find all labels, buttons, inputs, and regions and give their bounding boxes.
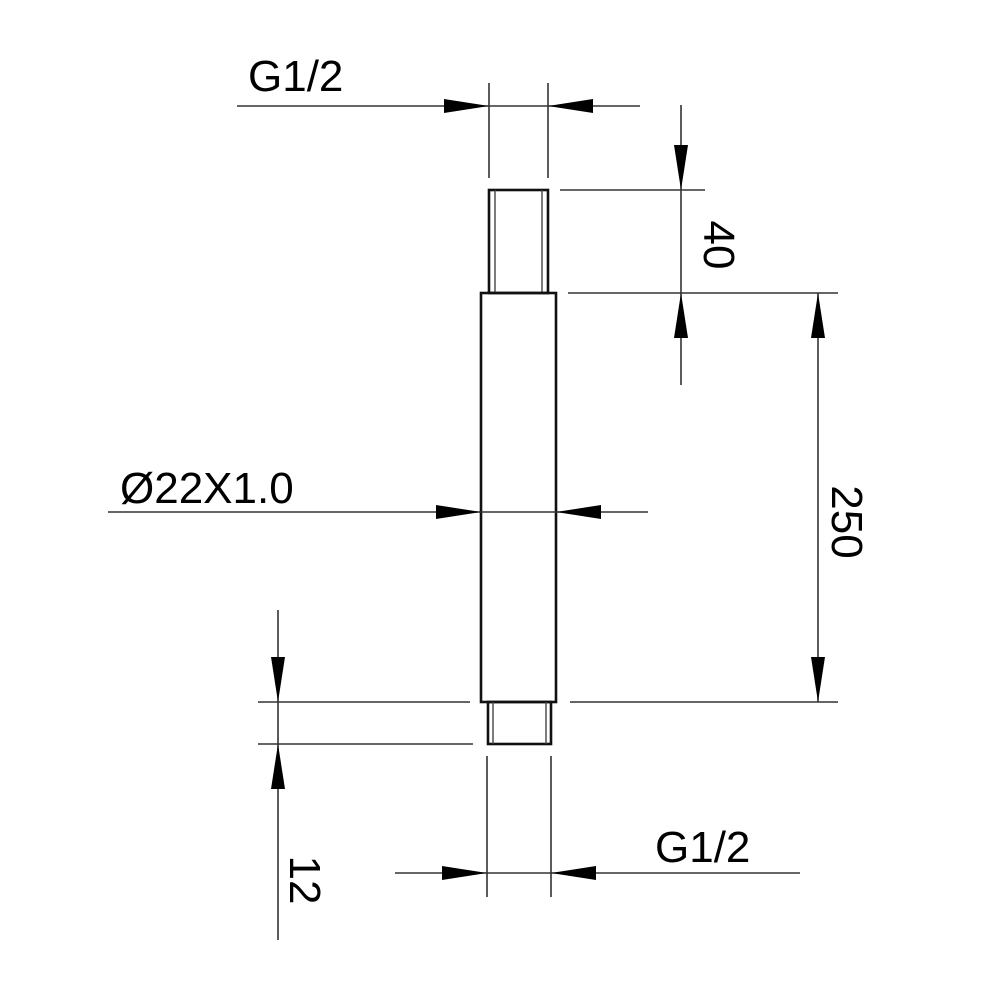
label-top-nipple-length: 40 [694,221,743,270]
label-thread-top: G1/2 [248,52,343,101]
dimension-tube-length [570,293,838,703]
label-thread-bottom: G1/2 [655,823,750,872]
dimension-thread-bottom [395,756,800,897]
top-threaded-nipple [487,188,550,295]
dimension-tube-diameter [108,505,648,519]
main-tube [479,291,558,704]
dimension-thread-top [237,83,640,178]
label-tube-length: 250 [822,485,871,558]
pipe-part [479,188,558,746]
bottom-threaded-nipple [486,700,553,746]
dimension-top-nipple-length [560,105,838,385]
label-tube-diameter: Ø22X1.0 [120,464,294,513]
dimension-bottom-nipple-length [258,610,473,940]
label-bottom-nipple-length: 12 [280,856,329,905]
